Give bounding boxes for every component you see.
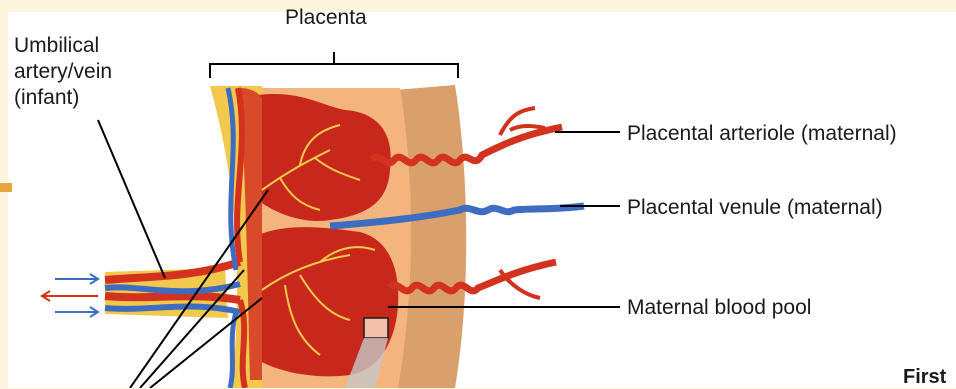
blood-pool-label: Maternal blood pool (627, 296, 811, 320)
placenta-bracket (210, 52, 458, 78)
first-label: First (903, 365, 946, 389)
umbilical-label-line-3: (infant) (14, 85, 112, 111)
umbilical-label-line-2: artery/vein (14, 59, 112, 85)
blood-pool-inset (364, 318, 388, 338)
flow-arrows (42, 274, 98, 317)
placenta-title: Placenta (285, 6, 367, 30)
umbilical-label-line-1: Umbilical (14, 33, 112, 59)
arteriole-label: Placental arteriole (maternal) (627, 122, 897, 146)
umbilical-label: Umbilical artery/vein (infant) (14, 33, 112, 111)
venule-label: Placental venule (maternal) (627, 196, 883, 220)
